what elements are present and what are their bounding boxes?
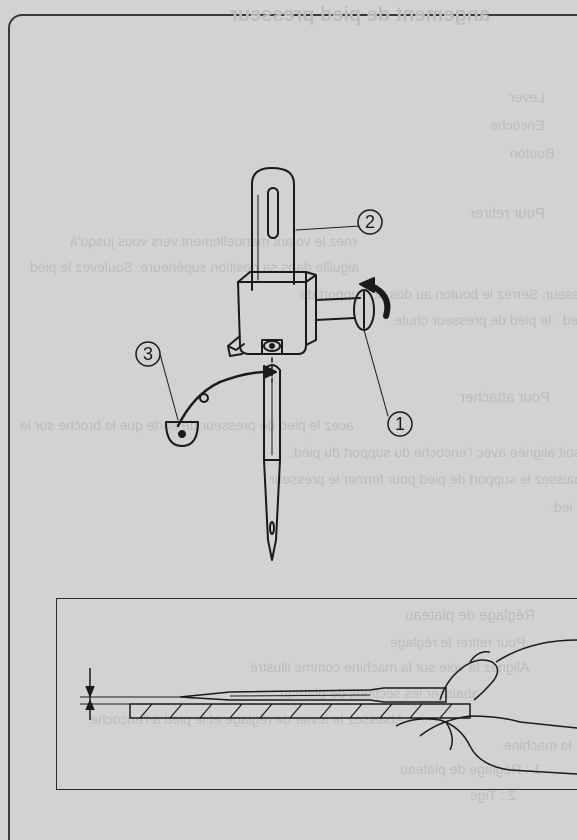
callout-2-label: 2 (365, 212, 375, 232)
page-frame (8, 14, 577, 840)
callout-1-label: 1 (395, 414, 405, 434)
callout-1 (387, 411, 413, 437)
presser-foot-piece (165, 421, 199, 447)
attach-arrow (176, 365, 277, 428)
plate-gap-diagram (80, 639, 577, 775)
callout-3-label: 3 (143, 344, 153, 364)
rotation-arrow-icon (359, 277, 391, 319)
release-button (315, 289, 375, 331)
callout-2 (357, 209, 383, 235)
presser-bar (251, 167, 295, 291)
callout-3 (135, 341, 161, 367)
inset-diagram-box (56, 598, 577, 790)
foot-holder (227, 271, 317, 357)
